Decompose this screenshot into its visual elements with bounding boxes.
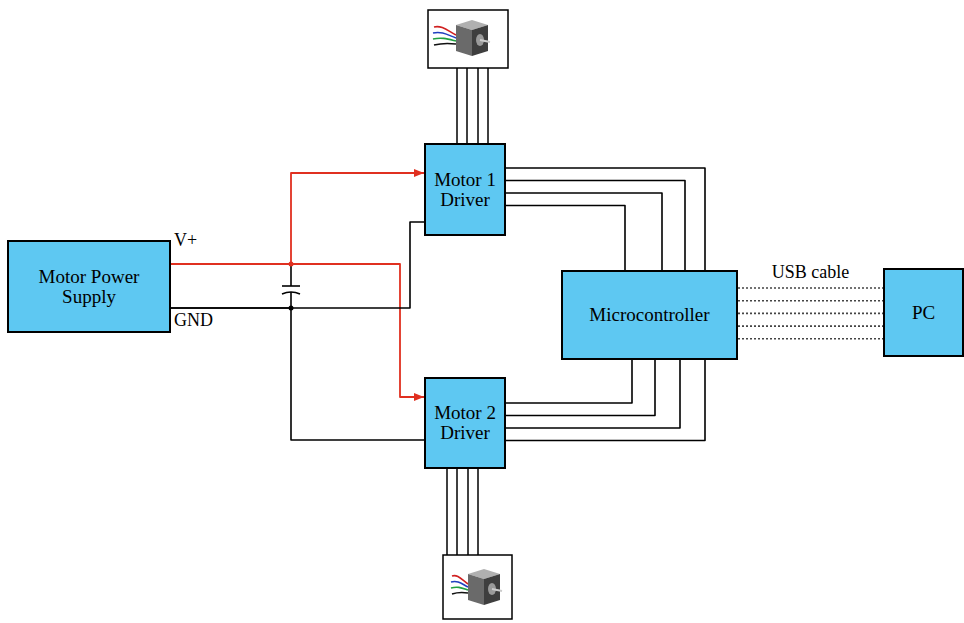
power-wire	[171, 264, 424, 397]
wire	[171, 308, 424, 440]
wire	[506, 360, 632, 403]
wire	[506, 360, 705, 441]
box-label: Motor 2 Driver	[430, 403, 500, 443]
motor-frame	[428, 10, 508, 68]
wire	[171, 264, 424, 397]
microcontroller-box: Microcontroller	[561, 270, 738, 360]
power-supply-box: Motor Power Supply	[7, 240, 171, 333]
driver-box: Motor 2 Driver	[424, 377, 506, 469]
wire	[506, 360, 680, 428]
wire	[738, 338, 883, 340]
box-label: Microcontroller	[589, 305, 709, 325]
capacitor-symbol	[282, 264, 300, 308]
box-label: Motor 1 Driver	[430, 170, 500, 210]
signal-bus	[506, 168, 705, 270]
wire	[506, 193, 662, 270]
usb-cable	[738, 288, 883, 339]
wire	[171, 173, 424, 264]
wire	[738, 300, 883, 302]
signal-bus	[506, 360, 705, 441]
wire	[506, 360, 655, 416]
stepper-motor-picture	[451, 569, 502, 605]
wire	[171, 222, 424, 308]
motor-frame	[443, 555, 512, 619]
wire	[506, 181, 685, 271]
box-label: Motor Power Supply	[13, 267, 165, 307]
net-name: V+	[174, 231, 197, 251]
pc-box: PC	[883, 268, 964, 357]
net-name: GND	[174, 311, 213, 331]
motor-cables	[447, 469, 478, 555]
wire	[738, 325, 883, 327]
wire	[506, 206, 625, 271]
wire	[738, 313, 883, 315]
power-wire	[171, 173, 424, 264]
driver-box: Motor 1 Driver	[424, 143, 506, 236]
box-label: PC	[912, 303, 935, 323]
ground-wire	[171, 308, 424, 440]
wire	[506, 168, 705, 270]
ground-wire	[171, 222, 424, 308]
motor-cables	[457, 68, 488, 143]
wire	[738, 287, 883, 289]
cable-label: USB cable	[770, 263, 851, 283]
stepper-motor-picture	[433, 20, 490, 56]
